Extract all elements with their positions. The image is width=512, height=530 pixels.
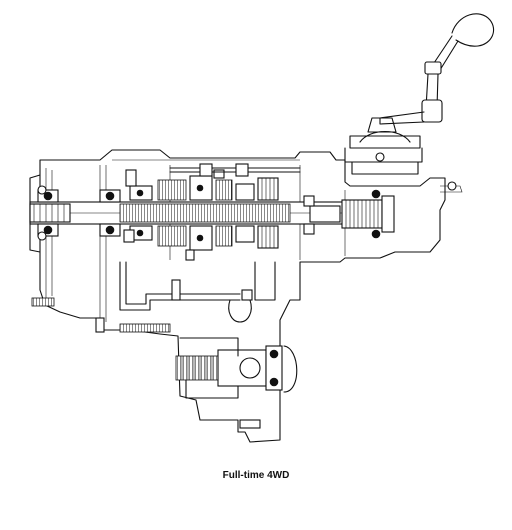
front-flange [29, 174, 47, 253]
shift-rail [169, 163, 301, 177]
main-shaft [29, 201, 351, 225]
plugs-bolts [31, 229, 261, 429]
gear-set [125, 169, 279, 251]
shift-tower [344, 131, 423, 175]
front-output [119, 261, 298, 399]
figure-caption: Full-time 4WD [222, 470, 290, 481]
shift-lever [367, 13, 495, 133]
rear-output [303, 189, 395, 239]
